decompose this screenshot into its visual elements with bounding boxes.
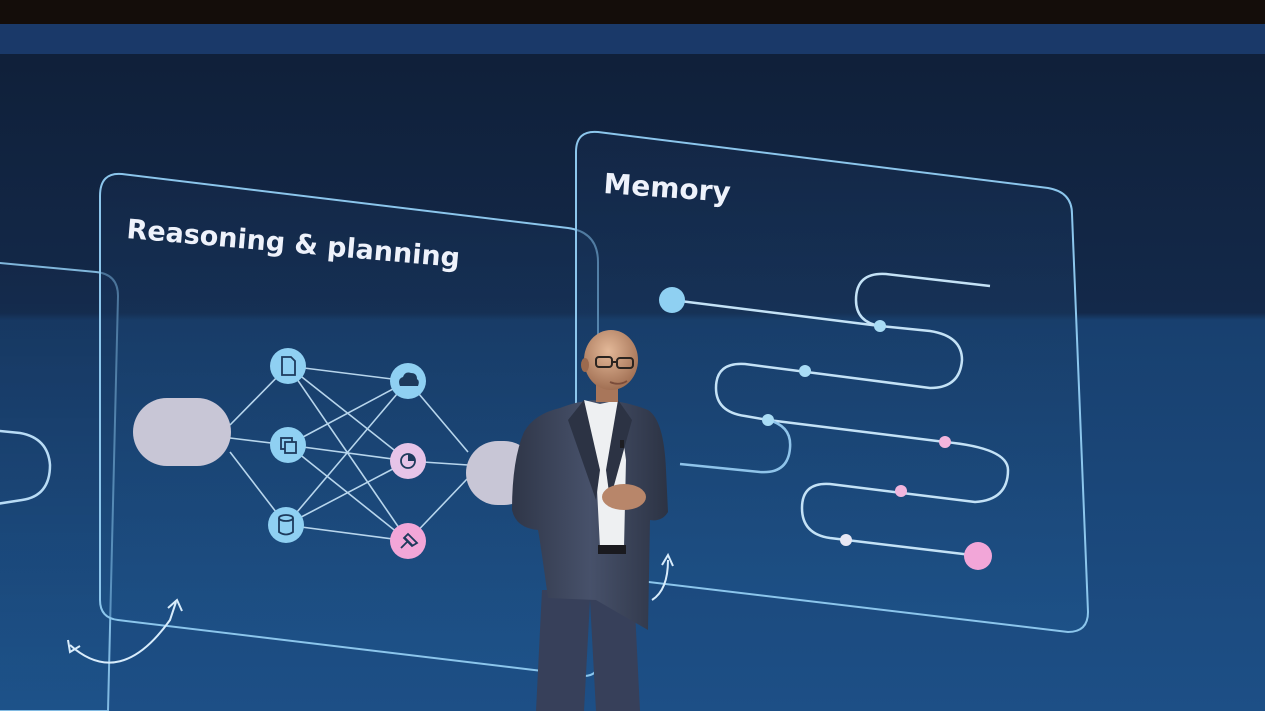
input-pill xyxy=(133,398,231,466)
document-icon xyxy=(270,348,306,384)
database-icon xyxy=(268,507,304,543)
reasoning-panel: Reasoning & planning xyxy=(67,172,599,678)
pin-icon xyxy=(390,523,426,559)
memory-node xyxy=(939,436,951,448)
memory-node-end xyxy=(964,542,992,570)
memory-node xyxy=(799,365,811,377)
rotate-arrow-icon xyxy=(69,601,177,664)
memory-node xyxy=(762,414,774,426)
top-light-band xyxy=(0,24,1265,54)
layers-icon xyxy=(270,427,306,463)
memory-node-start xyxy=(659,287,685,313)
rotate-arrow-icon xyxy=(651,559,669,601)
ceiling-strip xyxy=(0,0,1265,24)
memory-node xyxy=(874,320,886,332)
pie-chart-icon xyxy=(390,443,426,479)
speaker xyxy=(512,330,668,711)
memory-node xyxy=(840,534,852,546)
cloud-icon xyxy=(390,363,426,399)
memory-node xyxy=(895,485,907,497)
memory-panel: Memory xyxy=(575,130,1090,634)
